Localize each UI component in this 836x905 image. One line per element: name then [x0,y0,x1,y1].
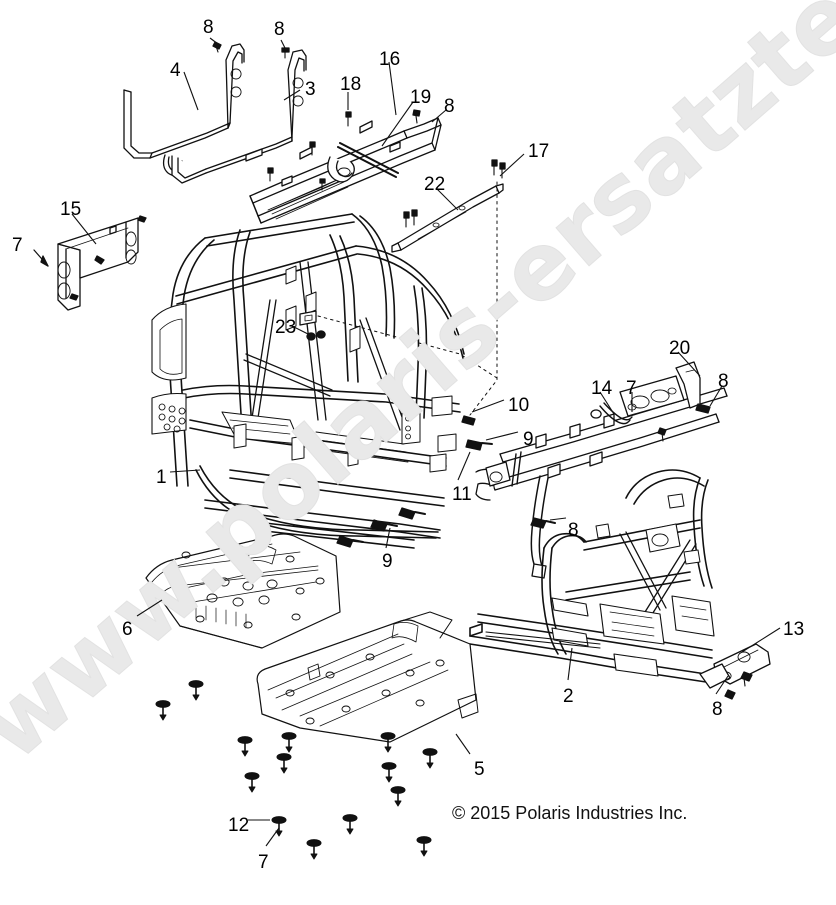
fastener-8-top-right [281,47,290,59]
callout-16: 16 [379,49,401,70]
part-16-cargo-support-frame [249,109,442,224]
callout-5: 5 [474,759,485,780]
callout-11: 11 [452,484,472,505]
callout-23: 23 [275,317,297,338]
callout-8: 8 [444,96,455,117]
copyright-notice: © 2015 Polaris Industries Inc. [452,803,688,823]
callout-17: 17 [528,141,550,162]
arrow-7-left [33,249,49,267]
part-6-front-skid-plate [145,533,341,649]
callout-8: 8 [712,699,723,720]
callout-20: 20 [669,338,691,359]
callout-4: 4 [170,60,181,81]
callout-1: 1 [156,467,167,488]
callout-2: 2 [563,686,574,707]
callout-3: 3 [305,79,316,100]
callout-7: 7 [626,378,637,399]
callout-12: 12 [228,815,250,836]
part-23-clip-nut [299,310,326,341]
callout-9: 9 [382,551,393,572]
part-2-front-frame [469,469,715,683]
part-13-hitch-bracket [699,643,771,700]
callout-7: 7 [258,852,269,873]
fastener-group-9 [336,415,493,548]
callout-8: 8 [203,17,214,38]
arrow-7-inner [94,255,105,265]
part-5-rear-skid-plate [256,611,479,743]
callout-18: 18 [340,74,362,95]
callout-7: 7 [12,235,23,256]
callout-13: 13 [783,619,805,640]
callout-9: 9 [523,429,534,450]
part-1-main-frame [151,213,465,549]
fastener-8-top-left [212,41,222,53]
fastener-field-push-rivets [155,680,438,860]
callout-15: 15 [60,199,82,220]
callout-19: 19 [410,87,432,108]
part-3-seat-support-right [171,49,307,184]
callout-8: 8 [718,371,729,392]
part-15-side-bracket [57,215,147,311]
part-22-support-bar [391,159,506,253]
callout-8: 8 [274,19,285,40]
callout-6: 6 [122,619,133,640]
callout-14: 14 [591,378,613,399]
part-4-seat-support-left [123,43,245,177]
callout-22: 22 [424,174,446,195]
callout-10: 10 [508,395,530,416]
callout-8: 8 [568,520,579,541]
